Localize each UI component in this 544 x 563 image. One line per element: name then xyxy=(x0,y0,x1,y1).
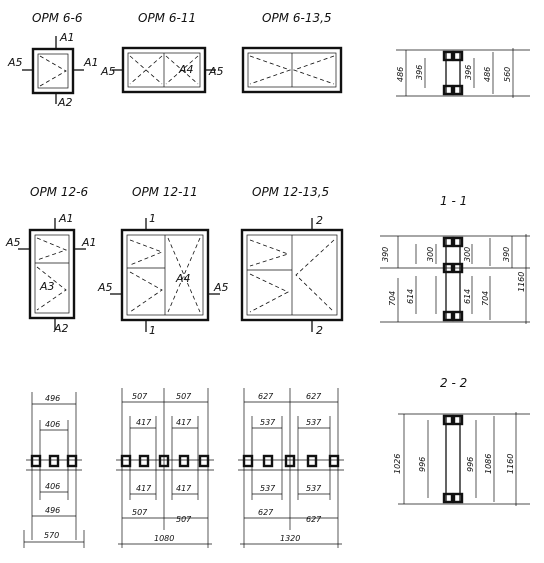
callout-a3-12-6: А3 xyxy=(39,280,55,293)
callout-a1-right: А1 xyxy=(83,56,99,69)
title-orm-12-6: ОРМ 12-6 xyxy=(30,185,88,199)
dim-2-2-996-left: 996 xyxy=(418,457,427,472)
dim-2-2-1026: 1026 xyxy=(393,454,402,474)
elevation-orm-6-13 xyxy=(241,46,343,94)
callout-a4-12-11: А4 xyxy=(175,272,191,285)
callout-a4-6-11: А4 xyxy=(178,63,194,76)
callout-a5-left: А5 xyxy=(7,56,23,69)
elevation-orm-6-6 xyxy=(22,36,84,104)
dim-c2-507-bottom-right: 507 xyxy=(176,515,192,524)
dim-c1-496-top: 496 xyxy=(45,394,60,403)
dim-c3-537-top-left: 537 xyxy=(260,418,276,427)
dim-c1-406-bottom: 406 xyxy=(45,482,60,491)
dim-c2-417-bottom-right: 417 xyxy=(176,484,192,493)
callout-1-12-11-top: 1 xyxy=(149,212,156,225)
title-orm-12-11: ОРМ 12-11 xyxy=(132,185,198,199)
callout-a2-12-6: А2 xyxy=(53,322,69,335)
dim-c2-417-bottom-left: 417 xyxy=(136,484,152,493)
section-6-series xyxy=(396,48,530,98)
dim-2-2-1086: 1086 xyxy=(484,454,493,474)
dim-6-560: 560 xyxy=(503,67,512,82)
dim-c3-627-bottom-right: 627 xyxy=(306,515,322,524)
callout-a5-6-11-right: А5 xyxy=(208,65,224,78)
dim-1-1-704-right: 704 xyxy=(481,291,490,306)
dim-6-486-right: 486 xyxy=(483,67,492,82)
section-1-1 xyxy=(380,234,530,324)
dim-c3-537-top-right: 537 xyxy=(306,418,322,427)
dim-6-486-left: 486 xyxy=(396,67,405,82)
dim-c2-1080: 1080 xyxy=(154,534,174,543)
dim-1-1-300-left: 300 xyxy=(426,247,435,262)
dim-6-396-right: 396 xyxy=(464,65,473,80)
dim-1-1-300-right: 300 xyxy=(463,247,472,262)
dim-c2-507-top-left: 507 xyxy=(132,392,148,401)
dim-c3-627-top-right: 627 xyxy=(306,392,322,401)
dim-c2-507-bottom-left: 507 xyxy=(132,508,148,517)
callout-2-12-13-bottom: 2 xyxy=(316,324,323,337)
callout-a5-12-11-right: А5 xyxy=(213,281,229,294)
dim-c3-627-bottom-left: 627 xyxy=(258,508,274,517)
dim-1-1-614-right: 614 xyxy=(463,289,472,304)
callout-1-12-11-bottom: 1 xyxy=(149,324,156,337)
dim-c2-417-top-right: 417 xyxy=(176,418,192,427)
dim-c3-537-bottom-right: 537 xyxy=(306,484,322,493)
title-orm-12-13: ОРМ 12-13,5 xyxy=(252,185,329,199)
callout-a2-bottom: А2 xyxy=(57,96,73,109)
dim-c1-570: 570 xyxy=(44,531,59,540)
dim-c3-537-bottom-left: 537 xyxy=(260,484,276,493)
title-orm-6-6: ОРМ 6-6 xyxy=(32,11,83,25)
dim-2-2-1160: 1160 xyxy=(506,454,515,474)
callout-a1-12-6-right: А1 xyxy=(81,236,97,249)
dim-c2-507-top-right: 507 xyxy=(176,392,192,401)
dim-c1-496-bottom: 496 xyxy=(45,506,60,515)
section-2-2 xyxy=(398,412,530,506)
dim-1-1-390-left: 390 xyxy=(381,247,390,262)
callout-a5-12-6: А5 xyxy=(5,236,21,249)
callout-a1-12-6-top: А1 xyxy=(58,212,74,225)
dim-c3-627-top-left: 627 xyxy=(258,392,274,401)
callout-a5-12-11-left: А5 xyxy=(97,281,113,294)
dim-c3-1320: 1320 xyxy=(280,534,300,543)
dim-2-2-996-right: 996 xyxy=(466,457,475,472)
dim-c1-406-top: 406 xyxy=(45,420,60,429)
callout-a1-top: А1 xyxy=(59,31,75,44)
section-label-1-1: 1 - 1 xyxy=(440,194,467,208)
plan-col-2 xyxy=(116,388,214,548)
title-orm-6-11: ОРМ 6-11 xyxy=(138,11,196,25)
dim-1-1-704-left: 704 xyxy=(388,291,397,306)
elevation-orm-6-11 xyxy=(112,46,216,94)
dim-1-1-614-left: 614 xyxy=(406,289,415,304)
title-orm-6-13: ОРМ 6-13,5 xyxy=(262,11,332,25)
elevation-orm-12-6 xyxy=(18,218,86,330)
dim-c2-417-top-left: 417 xyxy=(136,418,152,427)
dim-6-396-left: 396 xyxy=(415,65,424,80)
plan-col-3 xyxy=(238,388,344,548)
section-label-2-2: 2 - 2 xyxy=(440,376,467,390)
elevation-orm-12-13 xyxy=(240,218,344,332)
callout-a5-6-11-left: А5 xyxy=(100,65,116,78)
dim-1-1-390-right: 390 xyxy=(502,247,511,262)
dim-1-1-1160: 1160 xyxy=(517,272,526,292)
callout-2-12-13-top: 2 xyxy=(316,214,323,227)
elevation-orm-12-11 xyxy=(110,218,220,332)
plan-col-1 xyxy=(23,392,85,548)
